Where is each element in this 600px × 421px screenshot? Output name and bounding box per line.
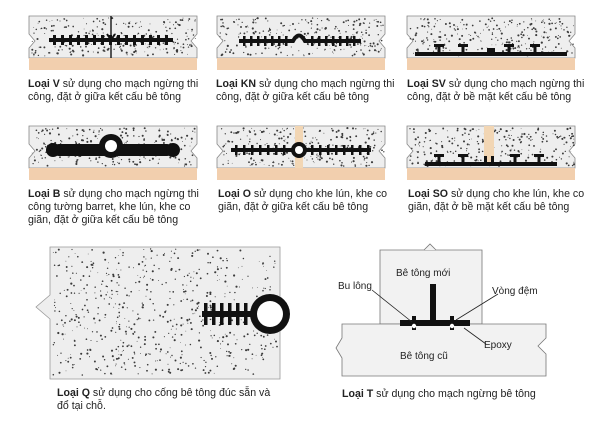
waterstop-anchors xyxy=(434,154,544,164)
caption-type-t: Loại T sử dụng cho mạch ngừng bê tông xyxy=(342,388,582,401)
waterstop-o xyxy=(231,142,371,158)
type-desc: sử dụng cho cống bê tông đúc sẵn và đổ t… xyxy=(57,387,271,413)
type-desc: sử dụng cho mạch ngừng thi công tường ba… xyxy=(28,188,199,227)
diagram-type-q xyxy=(30,245,302,381)
type-desc: sử dụng cho khe lún, khe co giãn, đặt ở … xyxy=(218,188,388,214)
base-strip xyxy=(29,168,197,180)
type-code: Loại KN xyxy=(216,78,257,90)
base-strip xyxy=(407,58,575,70)
waterstop-v xyxy=(49,33,173,45)
type-desc: sử dụng cho mạch ngừng thi công, đặt ở g… xyxy=(216,78,395,104)
label-new-concrete: Bê tông mới xyxy=(396,268,450,279)
base-strip xyxy=(217,168,385,180)
type-desc: sử dụng cho khe lún, khe co giãn, đặt ở … xyxy=(408,188,585,214)
waterstop-ribs xyxy=(53,35,168,45)
diagram-type-kn xyxy=(215,14,387,72)
label-epoxy: Epoxy xyxy=(484,340,512,351)
caption-type-q: Loại Q sử dụng cho cống bê tông đúc sẵn … xyxy=(57,387,277,413)
base-strip xyxy=(29,58,197,70)
type-code: Loại SO xyxy=(408,188,449,200)
type-code: Loại O xyxy=(218,188,251,200)
base-strip xyxy=(217,58,385,70)
label-washer: Vòng đệm xyxy=(492,286,538,297)
caption-type-v: Loại V sử dụng cho mạch ngừng thi công, … xyxy=(28,78,204,104)
caption-type-o: Loại O sử dụng cho khe lún, khe co giãn,… xyxy=(218,188,394,214)
waterstop-kn xyxy=(239,33,361,46)
washer-leader xyxy=(455,293,499,321)
epoxy-leader xyxy=(463,327,487,345)
caption-type-b: Loại B sử dụng cho mạch ngừng thi công t… xyxy=(28,188,204,228)
waterstop-anchors xyxy=(434,44,540,54)
diagram-type-sv xyxy=(405,14,577,72)
diagram-type-t: Bê tông mới Bê tông cũ Bu lông Vòng đệm … xyxy=(332,240,564,388)
type-desc: sử dụng cho mạch ngừng thi công, đặt ở g… xyxy=(28,78,199,104)
waterstop-sv xyxy=(415,44,567,56)
waterstop-ribs xyxy=(204,303,248,325)
type-desc: sử dụng cho mạch ngừng bê tông xyxy=(373,388,536,400)
joint-filler xyxy=(484,126,494,162)
waterstop-q xyxy=(202,294,290,334)
old-concrete-block xyxy=(335,323,547,377)
base-strip xyxy=(407,168,575,180)
waterstop-t xyxy=(400,284,470,330)
type-code: Loại T xyxy=(342,388,374,400)
bolt-leader xyxy=(371,289,413,323)
waterstop-ribs xyxy=(311,36,356,46)
caption-type-kn: Loại KN sử dụng cho mạch ngừng thi công,… xyxy=(216,78,396,104)
waterstop-ribs xyxy=(311,145,370,155)
label-old-concrete: Bê tông cũ xyxy=(400,351,448,362)
diagram-type-b xyxy=(27,124,199,182)
diagram-type-v xyxy=(27,14,199,72)
caption-type-so: Loại SO sử dụng cho khe lún, khe co giãn… xyxy=(408,188,588,214)
caption-type-sv: Loại SV sử dụng cho mạch ngừng thi công,… xyxy=(407,78,587,104)
waterstop-so xyxy=(425,154,557,166)
type-desc: sử dụng cho mạch ngừng thi công, đặt ở b… xyxy=(407,78,585,104)
diagram-type-o xyxy=(215,124,387,182)
label-bolt: Bu lông xyxy=(338,281,372,292)
type-code: Loại B xyxy=(28,188,61,200)
type-code: Loại Q xyxy=(57,387,90,399)
type-code: Loại V xyxy=(28,78,60,90)
waterstop-ribs xyxy=(243,36,288,46)
concrete-texture xyxy=(220,127,385,167)
waterstop-b xyxy=(46,134,180,158)
diagram-type-so xyxy=(405,124,577,182)
waterstop-ribs xyxy=(235,145,286,155)
type-code: Loại SV xyxy=(407,78,446,90)
